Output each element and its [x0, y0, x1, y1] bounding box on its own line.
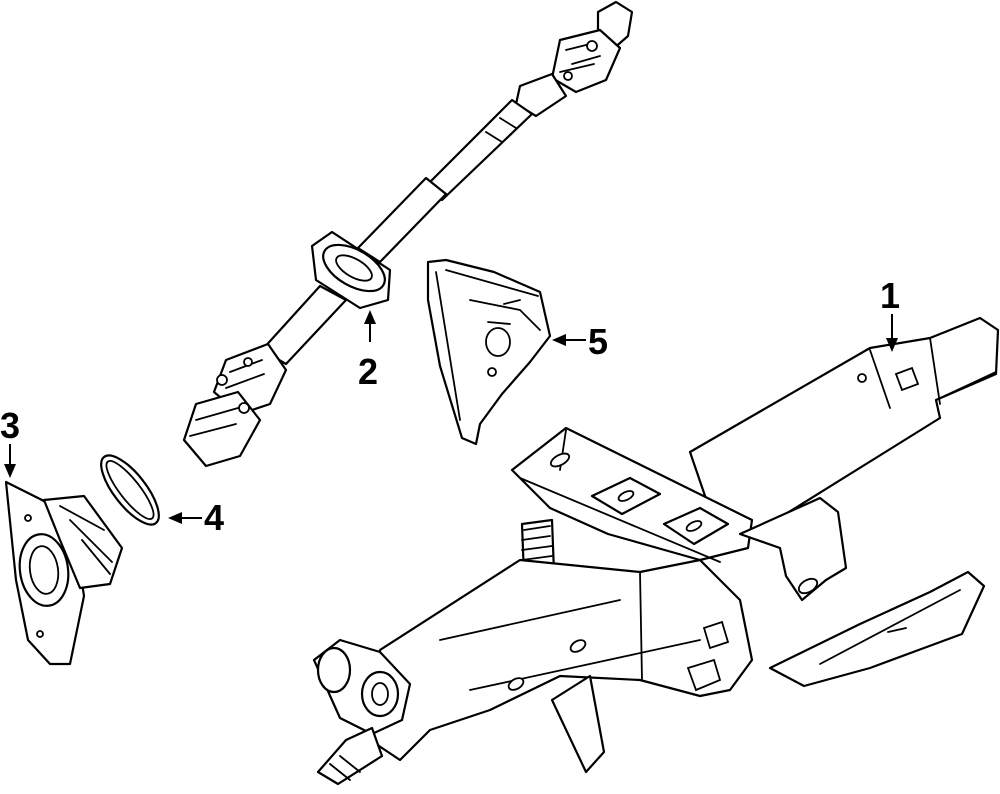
- callout-label-1: 1: [880, 275, 900, 316]
- dash-seal-part: [4, 480, 124, 666]
- intermediate-shaft-part: [182, 0, 634, 468]
- callout-label-3: 3: [0, 405, 20, 446]
- callout-label-5: 5: [588, 321, 608, 362]
- column-cover-part: [426, 258, 552, 446]
- callout-2: 2: [358, 310, 378, 392]
- steering-column-part: [312, 316, 1000, 786]
- callout-label-4: 4: [204, 497, 224, 538]
- callout-4: 4: [168, 497, 224, 538]
- callout-5: 5: [552, 321, 608, 362]
- callout-label-2: 2: [358, 351, 378, 392]
- callout-3: 3: [0, 405, 20, 478]
- seal-ring-part: [100, 454, 160, 526]
- callout-1: 1: [880, 275, 900, 352]
